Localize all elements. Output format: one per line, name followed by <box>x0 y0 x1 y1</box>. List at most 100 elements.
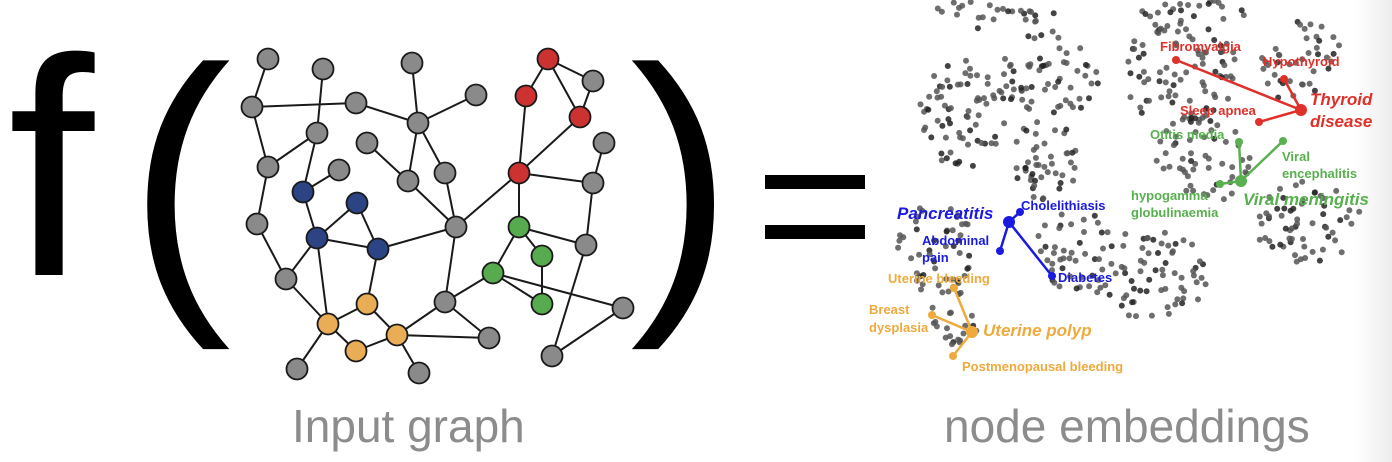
embedding-point <box>1139 42 1146 48</box>
embedding-point <box>1212 94 1219 101</box>
embedding-point <box>1036 67 1043 74</box>
embedding-point <box>981 95 987 102</box>
graph-edge <box>518 226 587 246</box>
embedding-point <box>1032 18 1039 25</box>
embedding-point <box>1178 7 1184 14</box>
label-uterine-polyp: Uterine polyp <box>983 321 1092 340</box>
graph-node-gray <box>574 233 598 257</box>
embedding-point <box>1050 250 1057 256</box>
embedding-point <box>1199 54 1206 61</box>
embedding-point <box>1056 45 1063 52</box>
label-postmenopausal-bleeding: Postmenopausal bleeding <box>962 359 1123 374</box>
embedding-point <box>957 232 964 239</box>
embedding-point <box>1328 58 1335 65</box>
embedding-point <box>1264 80 1271 87</box>
embedding-point <box>1023 127 1030 134</box>
embedding-point <box>1172 133 1179 140</box>
embedding-point <box>1122 270 1129 277</box>
embedding-point <box>1256 236 1263 243</box>
embedding-point <box>1165 93 1172 100</box>
graph-node-green <box>530 244 554 268</box>
embedding-point <box>1193 279 1200 286</box>
embedding-point <box>1002 55 1008 62</box>
embedding-point <box>908 255 915 262</box>
embedding-point <box>1091 256 1098 263</box>
embedding-point <box>1154 9 1161 16</box>
graph-node-gray <box>344 91 368 115</box>
embedding-point <box>1013 138 1020 145</box>
embedding-point <box>1163 64 1170 71</box>
embedding-point <box>1316 257 1323 264</box>
embedding-point <box>1067 100 1074 107</box>
embedding-point <box>1133 313 1139 320</box>
embedding-point <box>1128 278 1135 284</box>
embedding-point <box>1125 312 1132 319</box>
embedding-point <box>1140 50 1147 57</box>
embedding-point <box>1220 15 1227 22</box>
embedding-point <box>1159 266 1166 273</box>
embedding-point <box>896 237 903 244</box>
graph-node-blue <box>305 226 329 250</box>
embedding-point <box>965 108 972 114</box>
embedding-point <box>1145 76 1152 83</box>
embedding-point <box>1155 30 1162 36</box>
embedding-point <box>1170 120 1176 127</box>
caption-input-graph: Input graph <box>292 400 525 452</box>
embedding-point <box>1195 296 1201 303</box>
embedding-point <box>967 65 973 72</box>
label-fibromyalgia: Fibromyalgia <box>1160 39 1242 54</box>
embedding-point <box>1301 243 1308 250</box>
embedding-point <box>1297 21 1304 28</box>
embedding-point <box>1037 55 1043 62</box>
embedding-point <box>1185 2 1192 8</box>
embedding-point <box>1192 115 1199 122</box>
embedding-point <box>1321 202 1328 209</box>
label-breast-dysplasia-line2: dysplasia <box>869 320 929 335</box>
embedding-point <box>920 272 927 278</box>
embedding-point <box>1088 80 1095 87</box>
embedding-point <box>967 127 974 134</box>
embedding-point <box>1049 260 1056 267</box>
label-abdominal-pain: Abdominal <box>922 233 989 248</box>
embedding-point <box>1155 250 1161 256</box>
embedding-point <box>1040 62 1047 69</box>
embedding-point <box>1221 62 1228 69</box>
embedding-point <box>1005 8 1012 15</box>
embedding-point <box>992 133 999 140</box>
embedding-point <box>944 325 950 332</box>
embedding-point <box>1000 5 1006 12</box>
graph-node-blue <box>366 237 390 261</box>
label-abdominal-pain-line2: pain <box>922 250 949 265</box>
embedding-point <box>925 106 932 113</box>
embedding-point <box>955 237 962 244</box>
embedding-point <box>978 140 985 146</box>
embedding-point <box>1172 92 1179 99</box>
embedding-point <box>990 16 997 23</box>
embedding-point <box>1164 23 1171 29</box>
embedding-point <box>1082 250 1089 257</box>
embedding-point <box>1014 175 1021 182</box>
embedding-point <box>1163 128 1170 135</box>
embedding-point <box>1223 40 1230 47</box>
embedding-point <box>1129 299 1136 306</box>
graph-edge <box>444 226 457 303</box>
embedding-point <box>938 150 945 157</box>
label-breast-dysplasia: Breast <box>869 302 910 317</box>
embedding-point <box>1045 81 1051 87</box>
embedding-point <box>1169 99 1176 106</box>
embedding-point <box>1051 279 1058 286</box>
embedding-point <box>1343 214 1350 221</box>
embedding-point <box>1323 54 1330 61</box>
embedding-point <box>1307 21 1314 28</box>
embedding-point <box>1074 67 1081 74</box>
embedding-point <box>1102 282 1109 289</box>
embedding-point <box>1057 180 1064 186</box>
embedding-point <box>1060 59 1067 66</box>
embedding-point <box>1179 116 1186 123</box>
embedding-point <box>943 155 950 162</box>
embedding-point <box>1171 270 1178 277</box>
embedding-point <box>1292 252 1298 259</box>
embedding-point <box>1059 265 1066 272</box>
label-viral-encephalitis: Viral <box>1282 149 1310 164</box>
embedding-point <box>1208 127 1215 134</box>
